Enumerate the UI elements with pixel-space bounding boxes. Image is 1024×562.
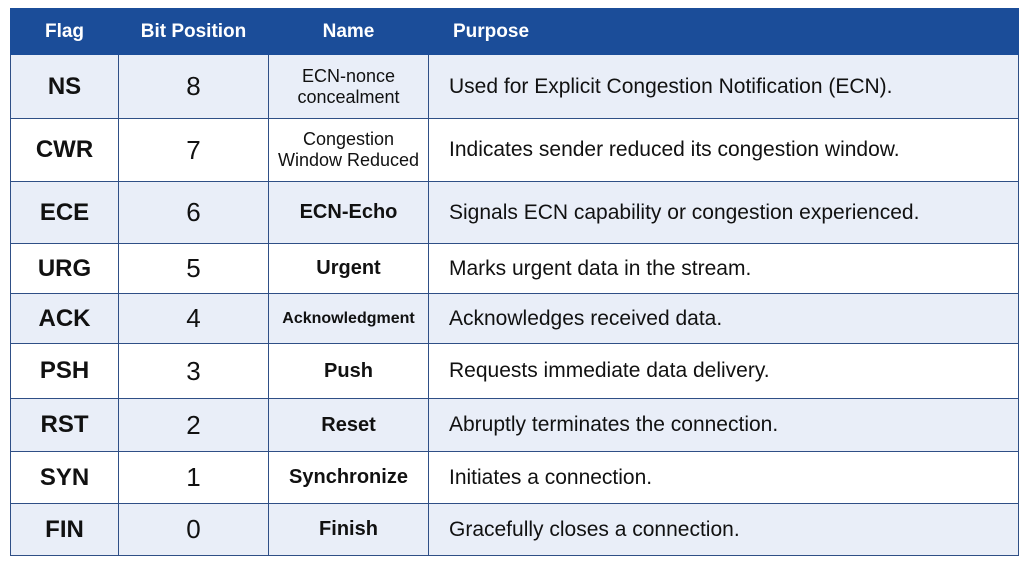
purpose-cell: Requests immediate data delivery. [428, 343, 1019, 399]
name-cell: ECN-Echo [268, 181, 429, 244]
header-flag: Flag [10, 8, 119, 55]
name-cell: Urgent [268, 243, 429, 294]
table-row: CWR 7 Congestion Window Reduced Indicate… [10, 118, 1019, 182]
table-row: RST 2 Reset Abruptly terminates the conn… [10, 398, 1019, 452]
table-row: PSH 3 Push Requests immediate data deliv… [10, 343, 1019, 399]
table-row: FIN 0 Finish Gracefully closes a connect… [10, 503, 1019, 556]
flag-cell: ECE [10, 181, 119, 244]
header-bit-position: Bit Position [118, 8, 269, 55]
header-name: Name [268, 8, 429, 55]
table-header: Flag Bit Position Name Purpose [10, 8, 1019, 55]
table-row: SYN 1 Synchronize Initiates a connection… [10, 451, 1019, 504]
bit-position-cell: 0 [118, 503, 269, 556]
bit-position-cell: 5 [118, 243, 269, 294]
flag-cell: ACK [10, 293, 119, 344]
purpose-cell: Acknowledges received data. [428, 293, 1019, 344]
purpose-cell: Gracefully closes a connection. [428, 503, 1019, 556]
table-row: URG 5 Urgent Marks urgent data in the st… [10, 243, 1019, 294]
table-body: NS 8 ECN-nonce concealment Used for Expl… [10, 54, 1019, 556]
name-cell: Finish [268, 503, 429, 556]
bit-position-cell: 2 [118, 398, 269, 452]
table-row: ECE 6 ECN-Echo Signals ECN capability or… [10, 181, 1019, 244]
name-cell: Acknowledgment [268, 293, 429, 344]
header-row: Flag Bit Position Name Purpose [10, 8, 1019, 55]
name-cell: Congestion Window Reduced [268, 118, 429, 182]
tcp-flags-table: Flag Bit Position Name Purpose NS 8 ECN-… [10, 8, 1019, 556]
flag-cell: NS [10, 54, 119, 119]
bit-position-cell: 7 [118, 118, 269, 182]
name-cell: Push [268, 343, 429, 399]
flag-cell: URG [10, 243, 119, 294]
name-cell: Reset [268, 398, 429, 452]
flag-cell: PSH [10, 343, 119, 399]
flag-cell: CWR [10, 118, 119, 182]
flag-cell: RST [10, 398, 119, 452]
table-row: NS 8 ECN-nonce concealment Used for Expl… [10, 54, 1019, 119]
purpose-cell: Used for Explicit Congestion Notificatio… [428, 54, 1019, 119]
name-cell: Synchronize [268, 451, 429, 504]
purpose-cell: Abruptly terminates the connection. [428, 398, 1019, 452]
purpose-cell: Marks urgent data in the stream. [428, 243, 1019, 294]
bit-position-cell: 1 [118, 451, 269, 504]
purpose-cell: Signals ECN capability or congestion exp… [428, 181, 1019, 244]
name-cell: ECN-nonce concealment [268, 54, 429, 119]
flag-cell: FIN [10, 503, 119, 556]
bit-position-cell: 8 [118, 54, 269, 119]
table-row: ACK 4 Acknowledgment Acknowledges receiv… [10, 293, 1019, 344]
bit-position-cell: 3 [118, 343, 269, 399]
purpose-cell: Indicates sender reduced its congestion … [428, 118, 1019, 182]
header-purpose: Purpose [428, 8, 1019, 55]
flag-cell: SYN [10, 451, 119, 504]
bit-position-cell: 4 [118, 293, 269, 344]
bit-position-cell: 6 [118, 181, 269, 244]
purpose-cell: Initiates a connection. [428, 451, 1019, 504]
